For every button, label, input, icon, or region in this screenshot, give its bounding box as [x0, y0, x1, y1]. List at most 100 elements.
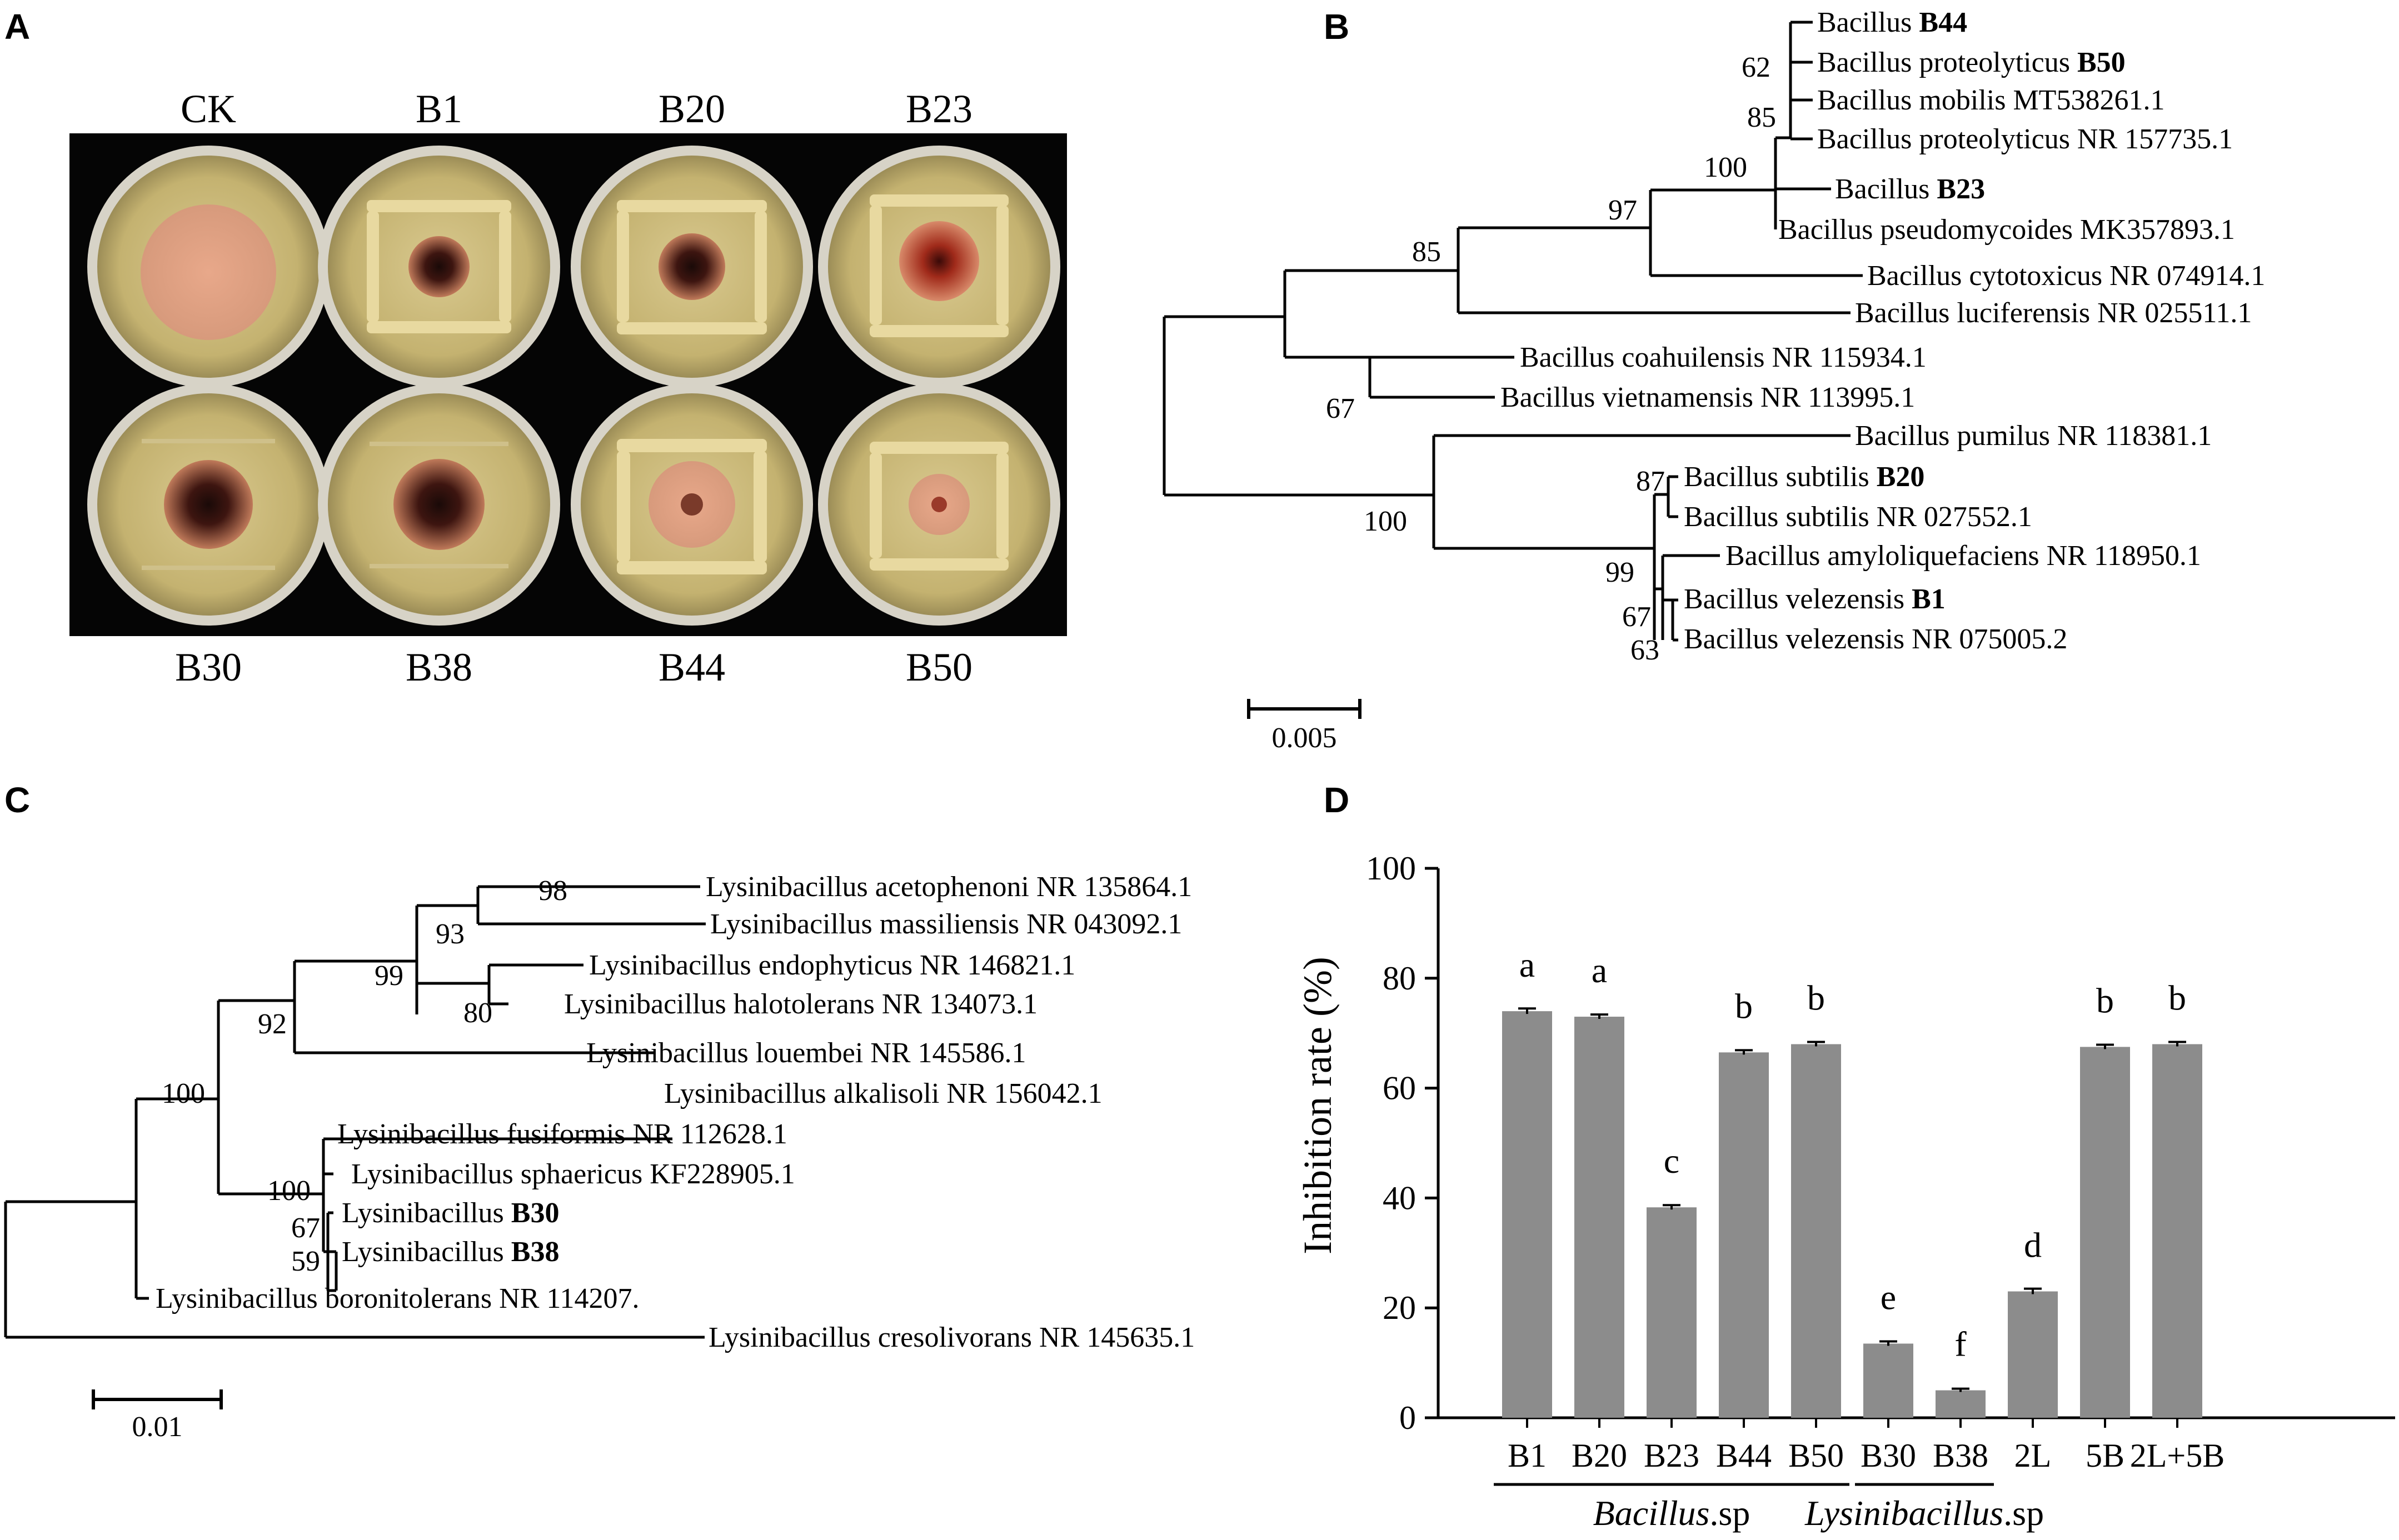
tree-b-scale-bar: 0.005 [1247, 699, 1361, 754]
tree-b-bootstrap: 63 [1630, 634, 1659, 666]
tree-c-bootstrap: 92 [258, 1008, 287, 1040]
tree-b-leaf: Bacillus mobilis MT538261.1 [1817, 84, 2164, 116]
tree-b-leaf: Bacillus velezensis B1 [1684, 583, 1946, 615]
tree-b-coahuilensis-clade [1285, 356, 1514, 399]
chart-bar [2152, 1044, 2202, 1418]
panel-c-tree: Lysinibacillus acetophenoni NR 135864.1 … [4, 871, 1195, 1443]
chart-significance-letter: b [1807, 978, 1825, 1017]
chart-bar [2008, 1291, 2058, 1418]
tree-b-leaf: Bacillus B44 [1817, 7, 1967, 38]
chart-group-label-genus: Lysinibacillus [1804, 1493, 2003, 1533]
chart-x-tick-label: B20 [1572, 1437, 1627, 1474]
chart-bar [1502, 1011, 1552, 1418]
chart-y-tick-label: 60 [1383, 1070, 1416, 1107]
plate-ck [87, 146, 330, 388]
plate-label-b23: B23 [906, 87, 972, 131]
tree-b-leaf: Bacillus luciferensis NR 025511.1 [1855, 297, 2252, 329]
chart-significance-letter: a [1592, 951, 1607, 990]
chart-bar [1574, 1017, 1624, 1418]
plate-label-ck: CK [181, 87, 236, 131]
plate-b1 [318, 146, 560, 388]
chart-significance-letter: a [1519, 945, 1535, 984]
chart-x-tick-label: B50 [1788, 1437, 1844, 1474]
tree-b-bootstrap: 87 [1636, 466, 1665, 497]
chart-bar [1647, 1207, 1697, 1418]
tree-b-leaf: Bacillus pseudomycoides MK357893.1 [1778, 214, 2235, 246]
chart-significance-letter: f [1954, 1324, 1967, 1364]
tree-b-leaf: Bacillus pumilus NR 118381.1 [1855, 420, 2212, 452]
chart-group-label-genus: Bacillus [1593, 1493, 1710, 1533]
chart-significance-letter: b [2096, 981, 2114, 1020]
chart-x-tick-label: 2L+5B [2130, 1437, 2225, 1474]
plate-b30 [87, 383, 330, 626]
panel-b-tree: Bacillus B44 Bacillus proteolyticus B50 … [1163, 7, 2265, 754]
tree-c-extra-branches [136, 1172, 333, 1300]
chart-x-tick-label: B1 [1508, 1437, 1547, 1474]
chart-x-tick-label: 2L [2014, 1437, 2052, 1474]
plate-b38 [318, 383, 560, 626]
panel-letter-a: A [4, 7, 30, 47]
plate-b50 [818, 383, 1060, 626]
chart-group-label-suffix: .sp [2003, 1493, 2044, 1533]
tree-c-scale-bar: 0.01 [92, 1389, 223, 1443]
tree-c-branches [4, 885, 706, 1339]
tree-c-leaf: Lysinibacillus fusiformis NR 112628.1 [337, 1118, 787, 1150]
panel-a-plates: CK B1 B20 B23 [69, 87, 1067, 689]
chart-x-tick-label: B38 [1933, 1437, 1988, 1474]
chart-bar [1863, 1343, 1913, 1418]
tree-b-leaf: Bacillus cytotoxicus NR 074914.1 [1867, 260, 2265, 292]
plate-b23 [818, 146, 1060, 388]
plate-label-b44: B44 [659, 645, 725, 689]
tree-b-bootstrap: 67 [1326, 393, 1355, 424]
tree-b-leaf: Bacillus subtilis B20 [1684, 461, 1924, 493]
tree-b-leaf: Bacillus coahuilensis NR 115934.1 [1520, 342, 1927, 373]
chart-significance-letter: c [1664, 1141, 1679, 1181]
tree-c-bootstrap: 98 [538, 875, 567, 907]
tree-c-leaf: Lysinibacillus B38 [342, 1236, 559, 1268]
tree-b-bootstrap: 85 [1747, 102, 1776, 133]
tree-c-leaf: Lysinibacillus halotolerans NR 134073.1 [564, 988, 1038, 1020]
tree-b-bootstrap: 100 [1704, 152, 1747, 183]
tree-c-bootstrap: 59 [291, 1246, 320, 1277]
plate-label-b20: B20 [659, 87, 725, 131]
tree-c-leaf: Lysinibacillus acetophenoni NR 135864.1 [706, 871, 1192, 903]
plate-label-b38: B38 [406, 645, 472, 689]
tree-b-leaf: Bacillus subtilis NR 027552.1 [1684, 501, 2032, 533]
chart-bar [1791, 1044, 1841, 1418]
tree-c-bootstrap: 99 [375, 960, 403, 992]
tree-c-leaf: Lysinibacillus sphaericus KF228905.1 [351, 1158, 795, 1190]
chart-y-tick-label: 80 [1383, 960, 1416, 997]
tree-c-bootstrap: 100 [267, 1175, 311, 1207]
tree-b-leaf: Bacillus amyloliquefaciens NR 118950.1 [1725, 540, 2201, 572]
tree-b-bootstrap: 62 [1742, 52, 1770, 83]
tree-c-leaf: Lysinibacillus cresolivorans NR 145635.1 [709, 1322, 1195, 1353]
plate-b20 [571, 146, 813, 388]
tree-c-leaf: Lysinibacillus louembei NR 145586.1 [586, 1037, 1026, 1069]
tree-c-bootstrap: 93 [436, 918, 465, 950]
chart-y-tick-label: 0 [1399, 1399, 1416, 1436]
tree-b-bootstrap: 100 [1364, 506, 1407, 537]
chart-bar [1936, 1390, 1986, 1418]
panel-letter-c: C [4, 780, 30, 820]
tree-c-leaf: Lysinibacillus boronitolerans NR 114207. [156, 1283, 639, 1314]
plate-label-b1: B1 [416, 87, 462, 131]
chart-bar [1719, 1052, 1769, 1418]
tree-b-bootstrap: 85 [1412, 236, 1441, 268]
plate-label-b30: B30 [175, 645, 242, 689]
chart-bar [2080, 1047, 2130, 1418]
chart-y-tick-label: 20 [1383, 1289, 1416, 1326]
tree-b-bootstrap: 97 [1608, 194, 1637, 226]
tree-b-leaf: Bacillus B23 [1835, 173, 1985, 205]
tree-c-leaf: Lysinibacillus B30 [342, 1197, 559, 1229]
chart-group-label-suffix: .sp [1709, 1493, 1750, 1533]
tree-b-leaf: Bacillus proteolyticus B50 [1817, 47, 2126, 78]
plate-label-b50: B50 [906, 645, 972, 689]
tree-b-bootstrap: 67 [1622, 601, 1651, 633]
panel-letter-d: D [1324, 780, 1349, 820]
tree-c-bootstrap: 80 [463, 997, 492, 1029]
chart-x-tick-label: B23 [1644, 1437, 1699, 1474]
tree-b-leaf: Bacillus velezensis NR 075005.2 [1684, 623, 2067, 655]
